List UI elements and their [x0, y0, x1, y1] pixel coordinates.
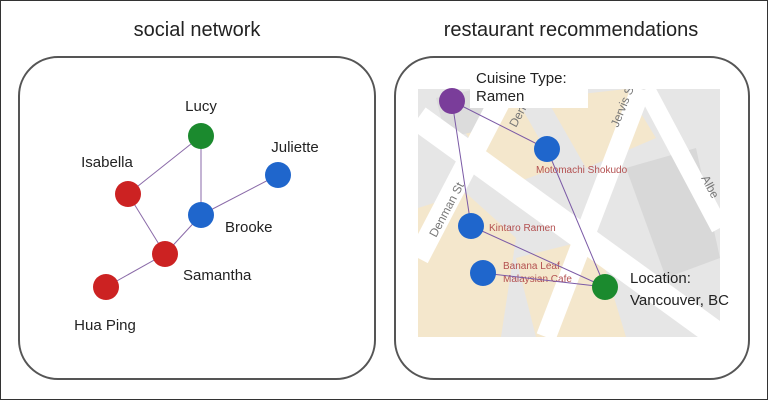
social-network-graph: Lucy Isabella Juliette Brooke Samantha H…	[74, 98, 319, 334]
node-lucy	[188, 123, 214, 149]
edge-cuisine-kintaro	[451, 100, 472, 227]
cuisine-label-box	[470, 66, 588, 108]
label-isabella: Isabella	[81, 154, 133, 171]
edge-motomachi-location	[546, 148, 606, 288]
edge-cuisine-motomachi	[451, 100, 548, 150]
edge-bananaleaf-location	[482, 272, 606, 288]
node-samantha	[152, 241, 178, 267]
label-brooke: Brooke	[225, 219, 273, 236]
edge-kintaro-location	[470, 225, 606, 288]
restaurant-label: Kintaro Ramen	[489, 223, 556, 234]
label-huaping: Hua Ping	[74, 317, 136, 334]
location-value: Vancouver, BC	[630, 292, 729, 309]
restaurant-recommendations-panel: Denman St Denman St Jervis St Albe Motom…	[394, 56, 750, 380]
node-cuisine	[439, 88, 465, 114]
location-label: Location:	[630, 270, 691, 287]
restaurant-label: Motomachi Shokudo	[536, 165, 628, 176]
node-juliette	[265, 162, 291, 188]
node-kintaro	[458, 213, 484, 239]
node-bananaleaf	[470, 260, 496, 286]
edge-lucy-isabella	[127, 135, 202, 195]
cuisine-type-value: Ramen	[476, 88, 524, 105]
social-network-title: social network	[133, 19, 261, 41]
node-location	[592, 274, 618, 300]
social-network-panel: Lucy Isabella Juliette Brooke Samantha H…	[18, 56, 376, 380]
node-motomachi	[534, 136, 560, 162]
restaurant-recommendations-title: restaurant recommendations	[443, 19, 699, 41]
label-juliette: Juliette	[271, 139, 319, 156]
label-samantha: Samantha	[183, 267, 252, 284]
node-huaping	[93, 274, 119, 300]
restaurant-label: Banana Leaf	[503, 261, 560, 272]
node-isabella	[115, 181, 141, 207]
node-brooke	[188, 202, 214, 228]
label-lucy: Lucy	[185, 98, 217, 115]
cuisine-type-label: Cuisine Type:	[476, 70, 567, 87]
restaurant-graph: Denman St Denman St Jervis St Albe Motom…	[418, 66, 729, 337]
edge-juliette-brooke	[200, 174, 279, 216]
